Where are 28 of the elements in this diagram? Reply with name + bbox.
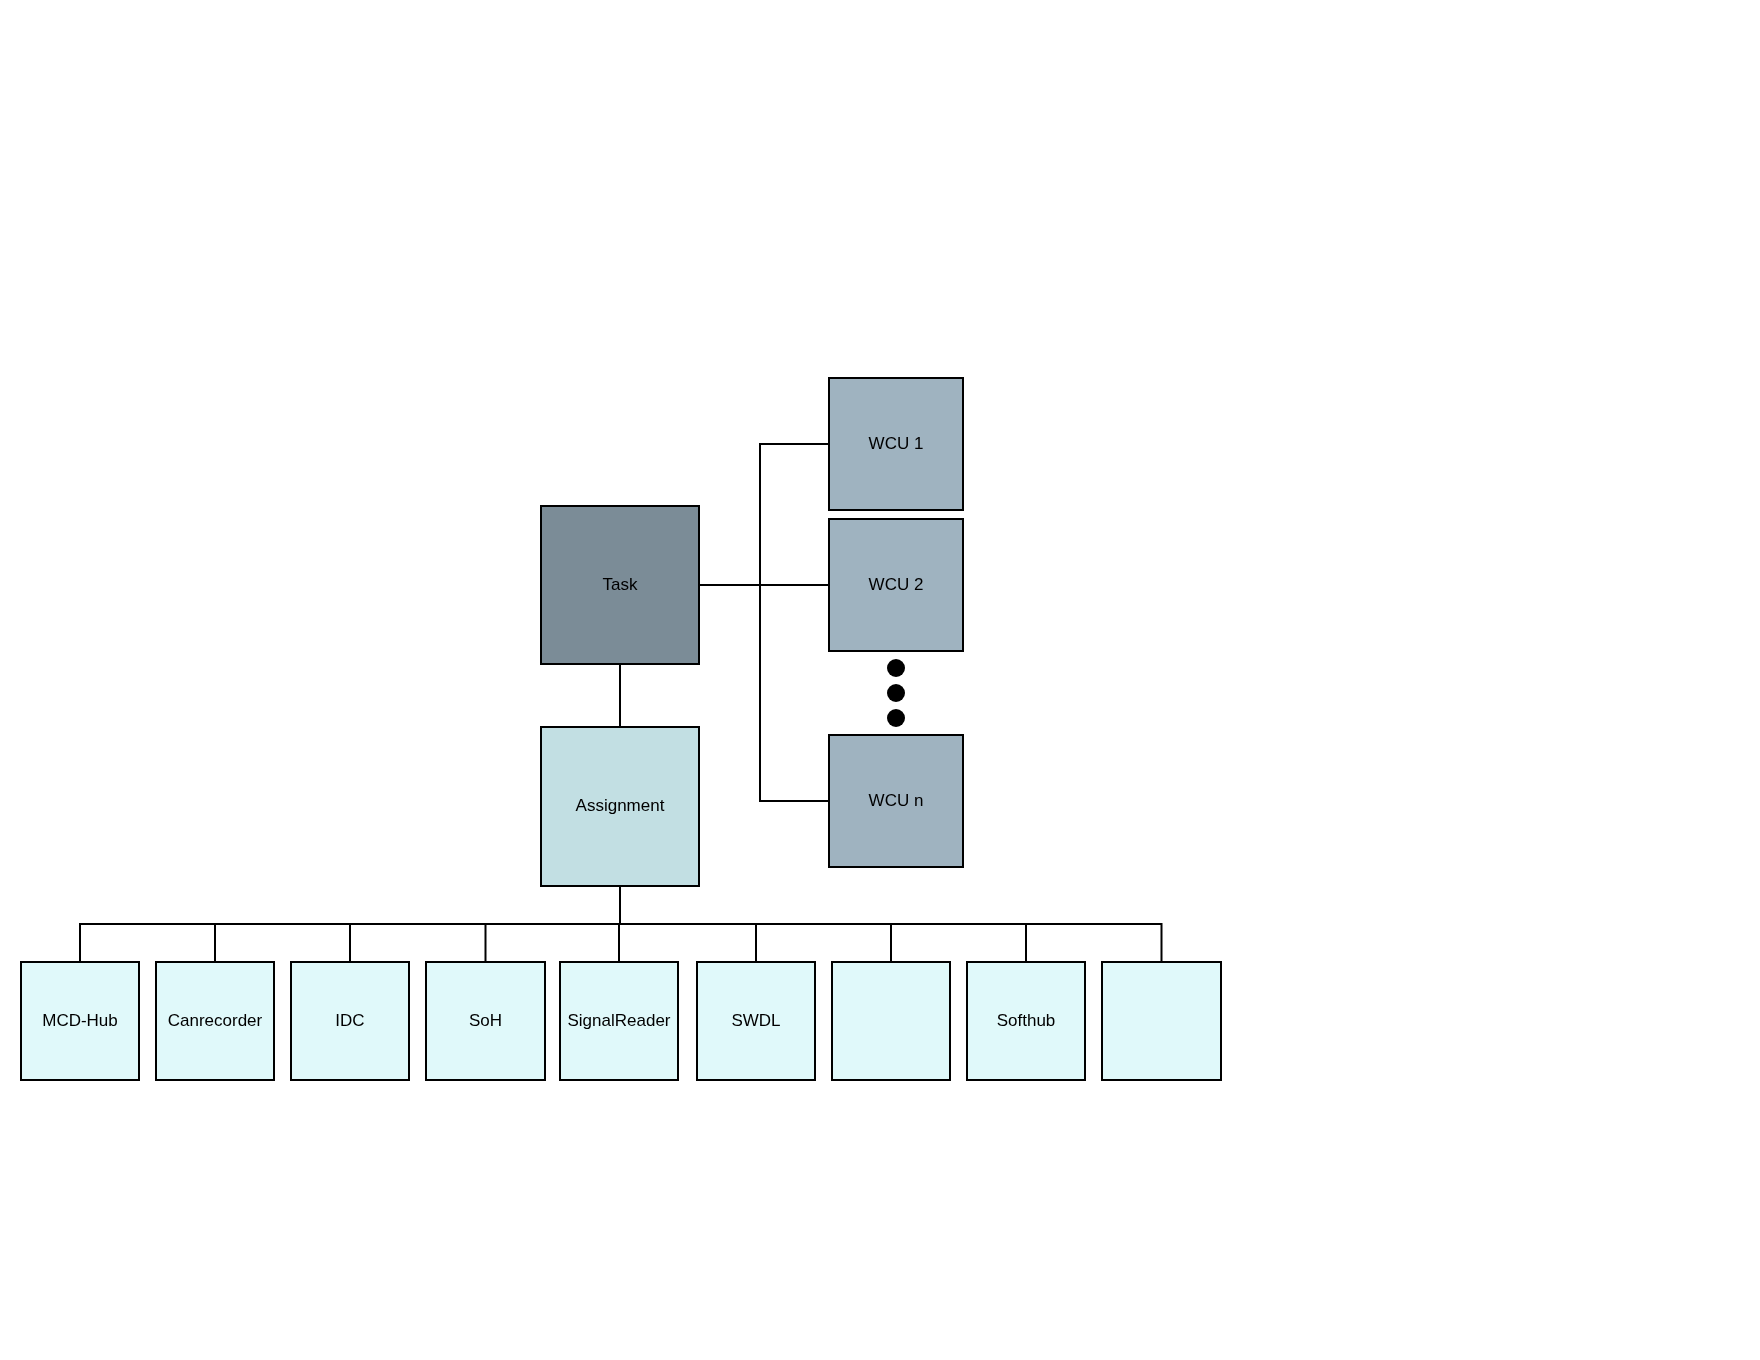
process-box xyxy=(425,961,546,1081)
process-box xyxy=(540,505,700,665)
process-box xyxy=(828,377,964,511)
node-label: SoH xyxy=(468,1010,503,1032)
connector-line xyxy=(699,584,829,802)
node-label: Task xyxy=(602,574,638,596)
node-label: SignalReader xyxy=(567,1010,671,1032)
process-box xyxy=(155,961,275,1081)
process-box xyxy=(966,961,1086,1081)
process-box xyxy=(20,961,140,1081)
process-box xyxy=(540,726,700,887)
process-box xyxy=(290,961,410,1081)
empty-box xyxy=(1101,961,1222,1081)
node-label: WCU 2 xyxy=(868,574,924,596)
node-label: Canrecorder xyxy=(167,1010,263,1032)
process-box xyxy=(559,961,679,1081)
empty-box xyxy=(831,961,951,1081)
node-label: WCU 1 xyxy=(868,433,924,455)
node-label: WCU n xyxy=(868,790,924,812)
node-label: MCD-Hub xyxy=(42,1010,118,1032)
node-label: SWDL xyxy=(731,1010,781,1032)
connector-line xyxy=(619,664,621,727)
node-label: Softhub xyxy=(996,1010,1056,1032)
node-label: IDC xyxy=(335,1010,365,1032)
process-box xyxy=(696,961,816,1081)
node-label: Assignment xyxy=(575,796,665,817)
process-box xyxy=(828,518,964,652)
process-box xyxy=(828,734,964,868)
